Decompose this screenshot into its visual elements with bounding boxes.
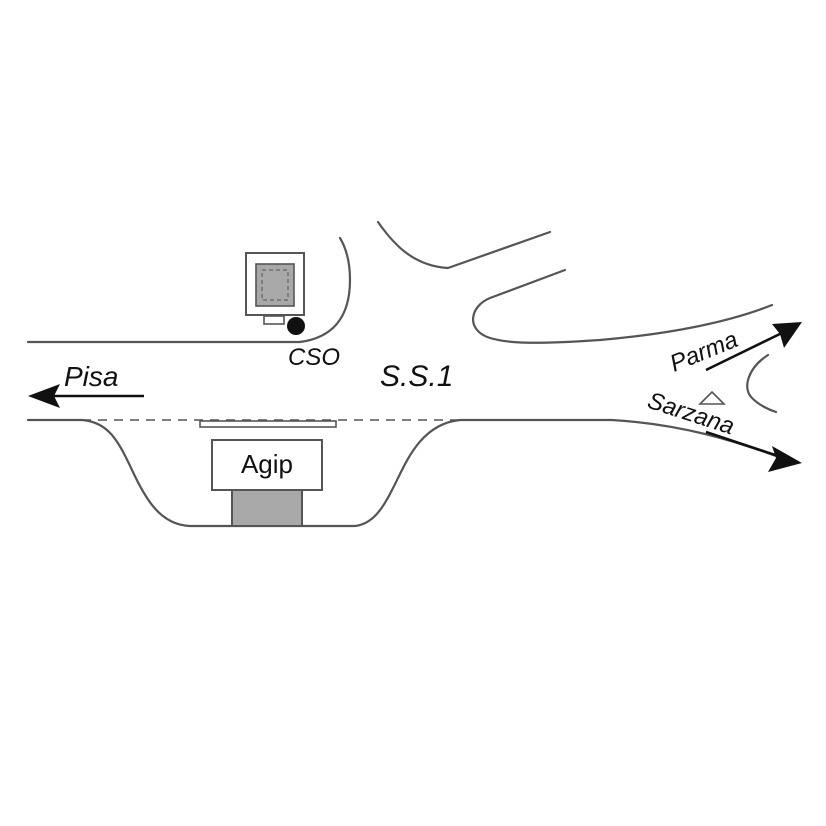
parma-arrow-shaft [705, 329, 787, 372]
split-island [746, 353, 778, 414]
ss1-north-edge-west [26, 236, 352, 344]
sarzana-direction: Sarzana [644, 387, 802, 472]
yield-sign-triangle-icon [698, 390, 726, 405]
agip-canopy [231, 489, 303, 527]
parma-arrow-head [772, 322, 802, 348]
ss1-south-edge [26, 418, 794, 528]
agip-building [211, 439, 323, 491]
cso-marker-dot [287, 317, 305, 335]
pisa-label: Pisa [64, 361, 118, 392]
cso-building-inner [255, 263, 295, 307]
cso-label: CSO [288, 344, 340, 371]
parma-label: Parma [666, 326, 742, 378]
side-road-west-edge [376, 220, 552, 270]
sarzana-arrow-shaft [705, 430, 785, 460]
traffic-island [472, 268, 774, 344]
agip-label: Agip [241, 449, 293, 479]
parma-direction: Parma [666, 322, 802, 378]
pisa-arrow-head [28, 384, 60, 408]
ss1-label: S.S.1 [380, 360, 453, 393]
sarzana-label: Sarzana [644, 387, 737, 440]
cso-building-step [263, 315, 285, 325]
fuel-station-island [199, 420, 337, 428]
sarzana-arrow-head [768, 446, 802, 472]
